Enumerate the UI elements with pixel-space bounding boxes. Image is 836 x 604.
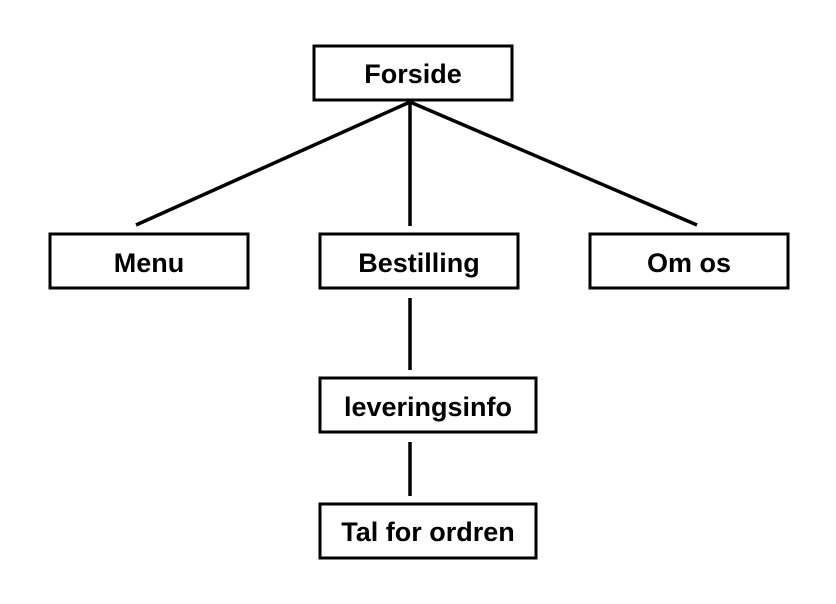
- node-box: [318, 502, 538, 560]
- edge-forside-om-os: [409, 100, 698, 227]
- node-label-menu: Menu: [114, 248, 185, 278]
- node-tal-for-ordren: Tal for ordren: [318, 502, 538, 560]
- node-box: [48, 232, 250, 290]
- node-om-os: Om os: [588, 232, 790, 290]
- node-label-forside: Forside: [364, 59, 462, 89]
- node-box: [588, 232, 790, 290]
- node-label-om-os: Om os: [647, 248, 731, 278]
- node-box: [312, 44, 514, 102]
- node-menu: Menu: [48, 232, 250, 290]
- edge-forside-menu: [135, 100, 411, 227]
- node-forside: Forside: [312, 44, 514, 102]
- node-box: [318, 376, 538, 434]
- node-box: [318, 232, 520, 290]
- node-bestilling: Bestilling: [318, 232, 520, 290]
- node-leveringsinfo: leveringsinfo: [318, 376, 538, 434]
- node-label-leveringsinfo: leveringsinfo: [344, 392, 512, 422]
- node-label-tal-for-ordren: Tal for ordren: [341, 517, 515, 547]
- node-label-bestilling: Bestilling: [358, 248, 480, 278]
